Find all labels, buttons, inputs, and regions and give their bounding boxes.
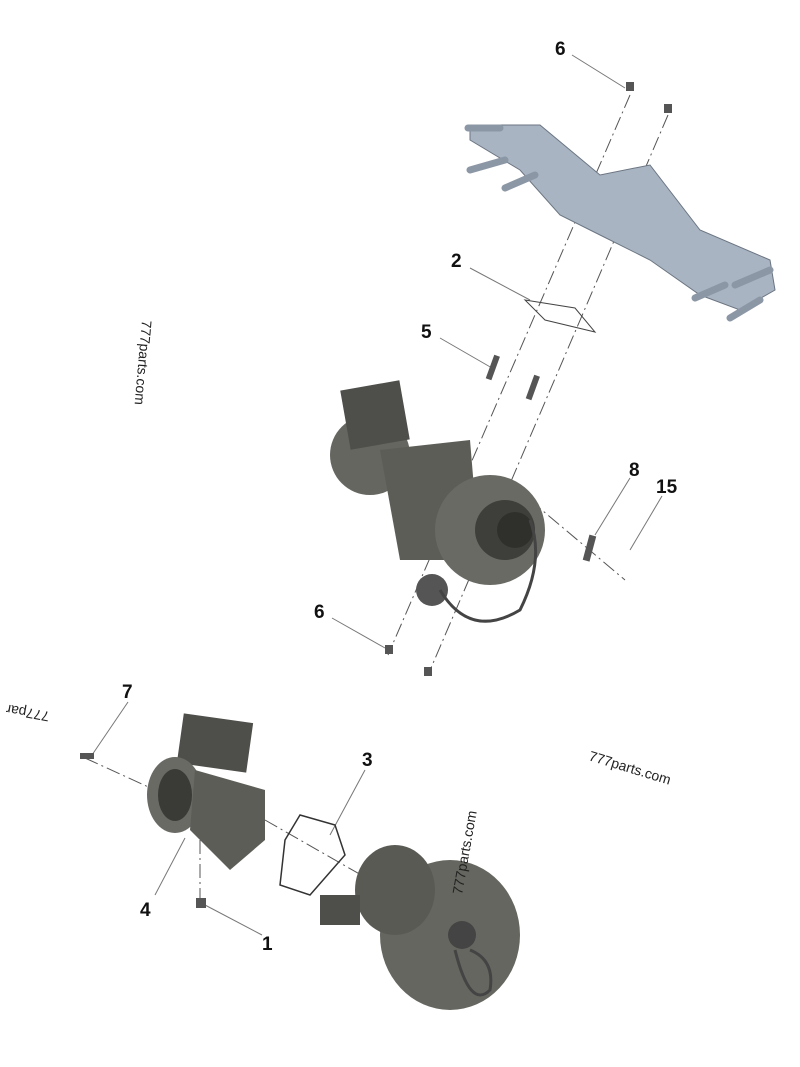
watermark: 777par (4, 701, 50, 724)
turbocharger-lower (320, 845, 520, 1010)
turbocharger-upper (330, 380, 545, 623)
callout-4: 4 (140, 900, 151, 921)
callout-3: 3 (362, 750, 373, 771)
leader-lines (91, 54, 663, 936)
watermark: 777parts.com (587, 748, 673, 788)
exhaust-manifold (464, 124, 776, 322)
callout-7: 7 (122, 682, 133, 703)
callout-15: 15 (656, 477, 678, 498)
studs-part-5 (485, 354, 597, 562)
gasket-part-2 (523, 299, 597, 333)
callout-8: 8 (629, 460, 640, 481)
gasket-part-3 (279, 814, 346, 896)
watermark: 777parts.com (132, 320, 155, 406)
callout-6-top: 6 (555, 39, 566, 60)
turbine-housing-lower (80, 713, 265, 870)
callout-6-middle: 6 (314, 602, 325, 623)
nuts-part-6 (196, 82, 672, 908)
callout-2: 2 (451, 251, 462, 272)
callout-1: 1 (262, 934, 273, 955)
callout-5: 5 (421, 322, 432, 343)
